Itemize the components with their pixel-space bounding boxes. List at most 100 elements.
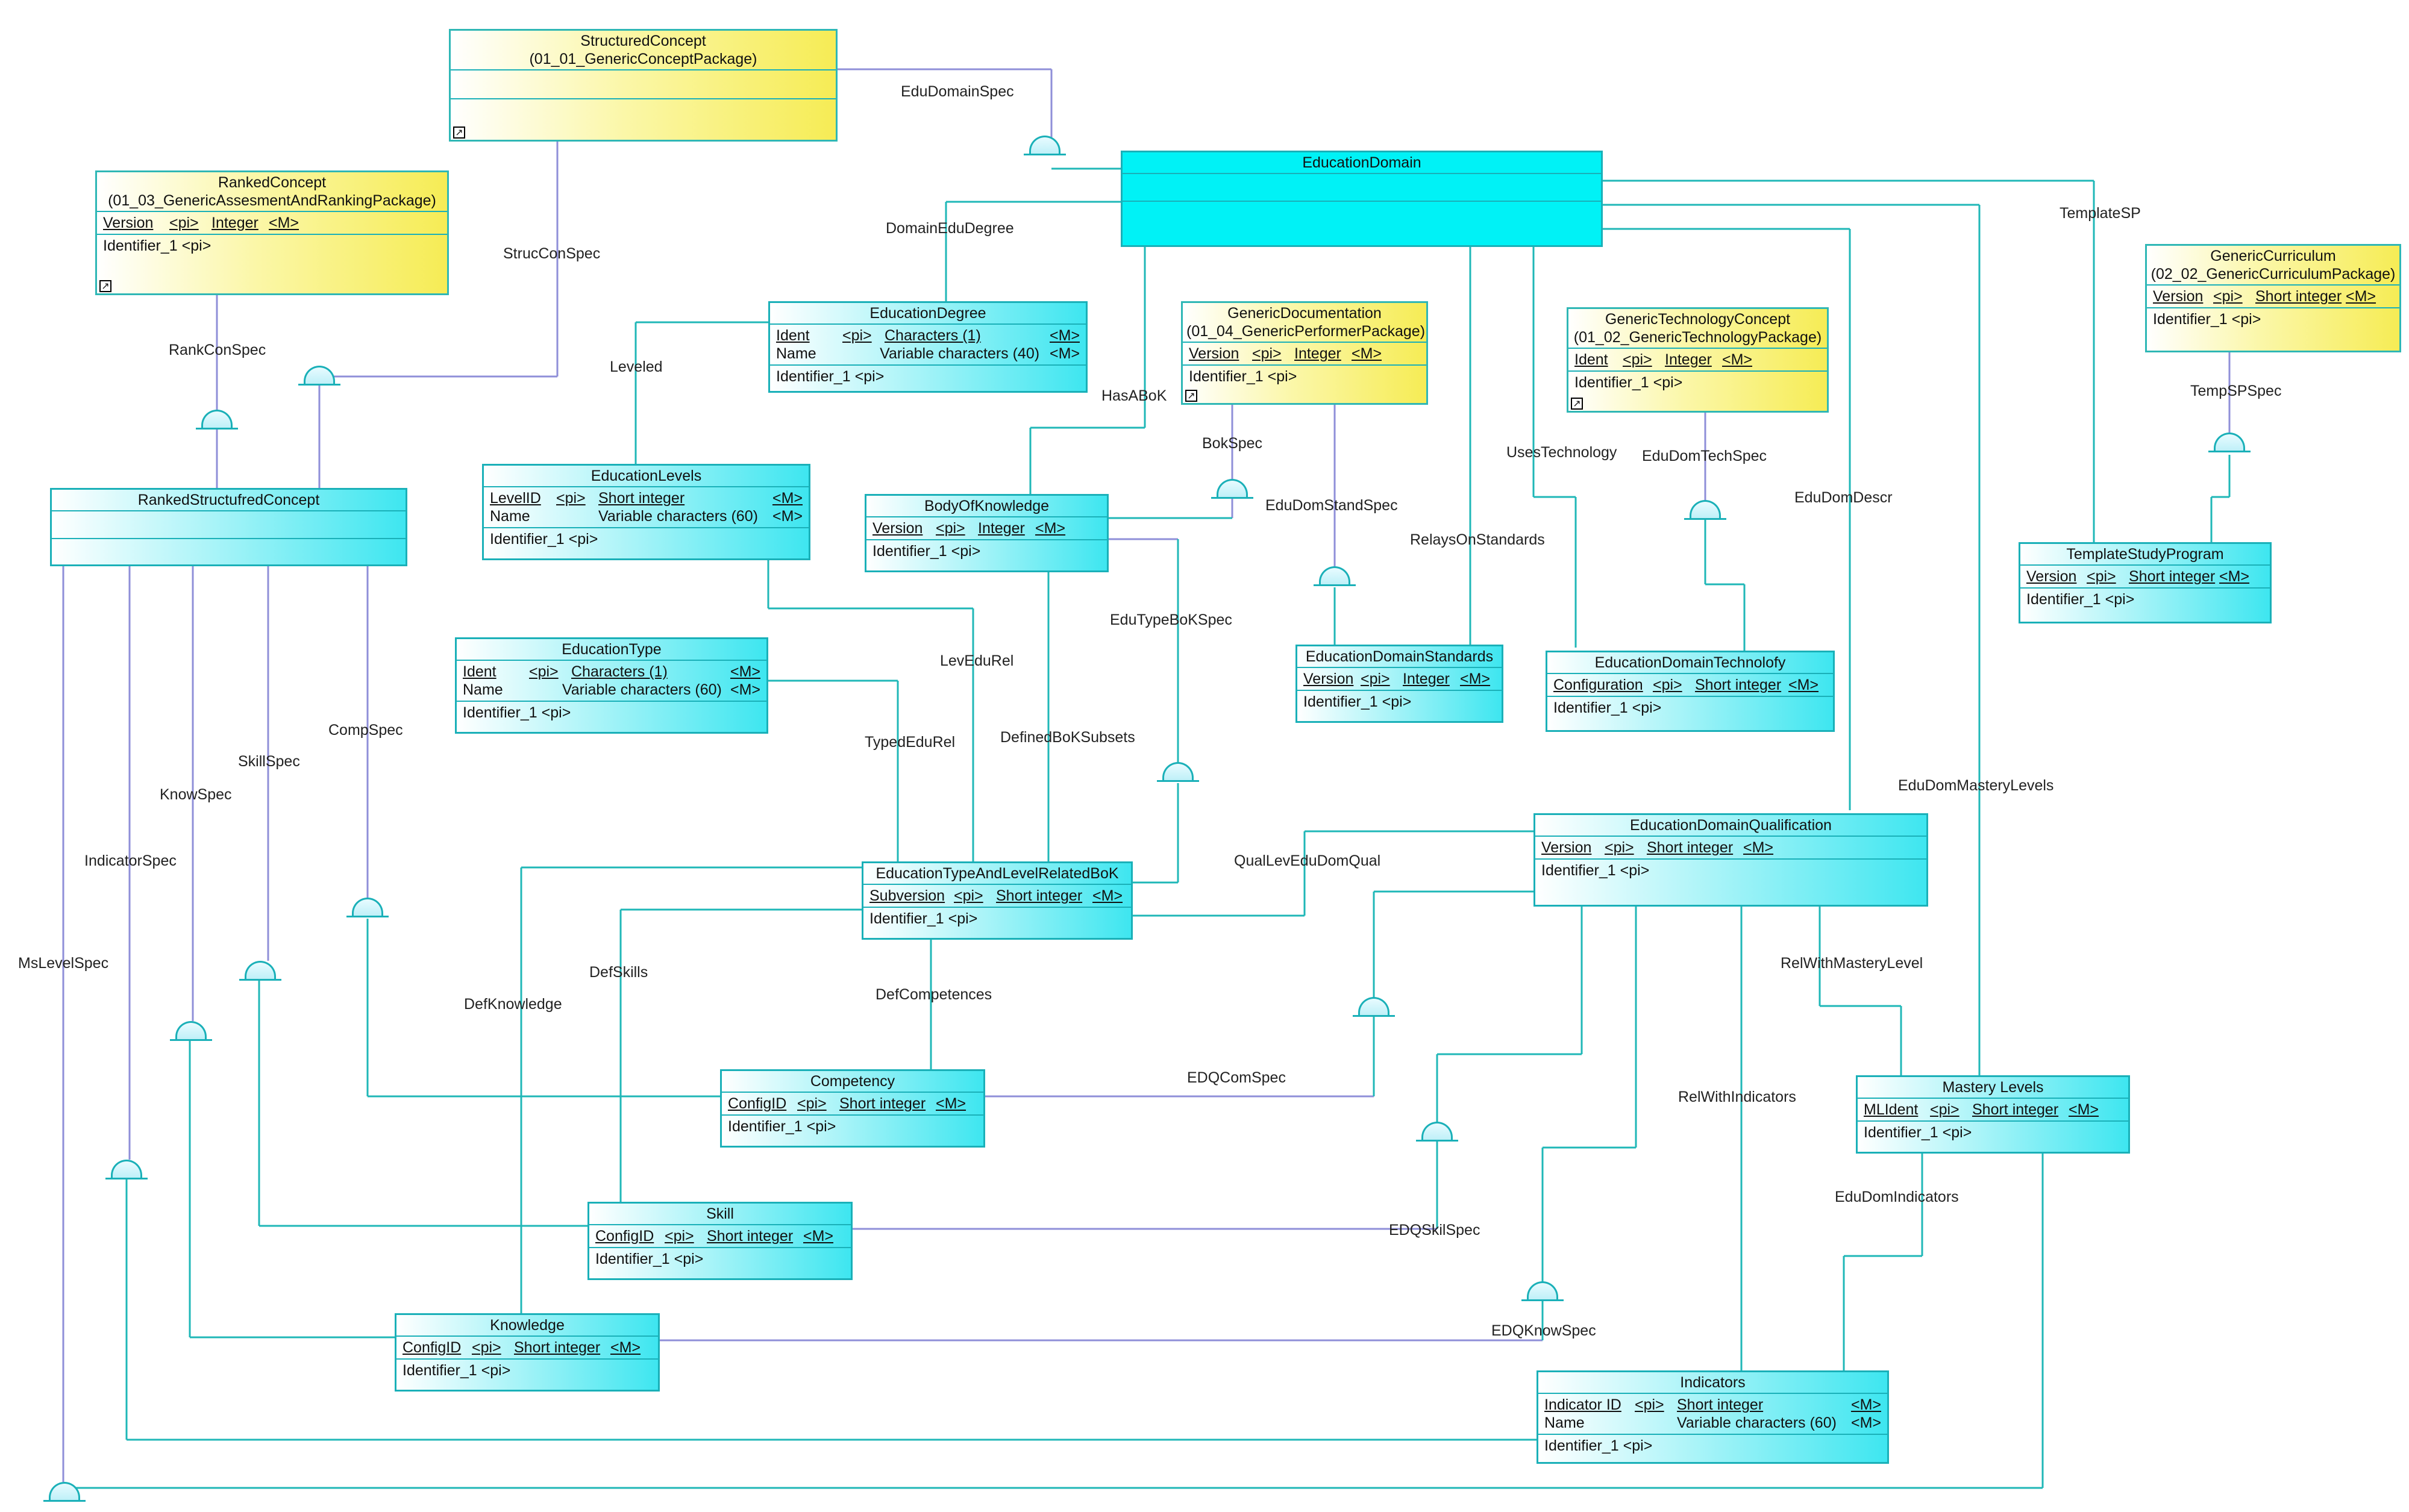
identifier-row: Identifier_1 <pi> xyxy=(403,1362,511,1379)
identifier-row: Identifier_1 <pi> xyxy=(728,1118,836,1135)
relationship-label[interactable]: EDQSkilSpec xyxy=(1389,1222,1480,1239)
relationship-label[interactable]: DomainEduDegree xyxy=(886,220,1014,237)
entity-education-domain-standards[interactable]: EducationDomainStandards Version<pi>Inte… xyxy=(1295,645,1503,723)
relationship-label[interactable]: DefCompetences xyxy=(876,986,992,1003)
entity-title: Knowledge xyxy=(396,1315,658,1337)
identifier-row: Identifier_1 <pi> xyxy=(1544,1437,1653,1454)
entity-structured-concept[interactable]: StructuredConcept (01_01_GenericConceptP… xyxy=(449,29,838,142)
entity-package: (02_02_GenericCurriculumPackage) xyxy=(2151,266,2396,283)
entity-template-study-program[interactable]: TemplateStudyProgram Version<pi>Short in… xyxy=(2019,542,2272,623)
attribute-row: Ident<pi>Integer<M> xyxy=(1574,351,1753,368)
entity-indicators[interactable]: Indicators Indicator ID<pi>Short integer… xyxy=(1537,1370,1889,1464)
entity-title: GenericDocumentation xyxy=(1227,305,1382,322)
attribute-row: Version<pi>Integer<M> xyxy=(1303,670,1491,687)
entity-body-of-knowledge[interactable]: BodyOfKnowledge Version<pi>Integer<M> Id… xyxy=(865,494,1109,572)
relationship-label[interactable]: EduDomIndicators xyxy=(1835,1189,1959,1205)
entity-skill[interactable]: Skill ConfigID<pi>Short integer<M> Ident… xyxy=(587,1202,853,1280)
relationship-label[interactable]: DefinedBoKSubsets xyxy=(1000,729,1135,746)
identifier-row: Identifier_1 <pi> xyxy=(1189,368,1297,385)
entity-education-type[interactable]: EducationType Ident<pi>Characters (1)<M>… xyxy=(455,637,768,734)
relationship-label[interactable]: BokSpec xyxy=(1202,435,1263,452)
relationship-label[interactable]: DefKnowledge xyxy=(464,996,562,1013)
attribute-row: Version<pi>Short integer<M> xyxy=(2026,568,2250,585)
shortcut-icon: ↗ xyxy=(453,127,465,139)
entity-education-domain-qualification[interactable]: EducationDomainQualification Version<pi>… xyxy=(1533,813,1928,907)
entity-title: EducationTypeAndLevelRelatedBoK xyxy=(863,863,1131,885)
entity-title: GenericTechnologyConcept xyxy=(1605,311,1791,328)
relationship-label[interactable]: SkillSpec xyxy=(238,753,300,770)
relationship-label[interactable]: TypedEduRel xyxy=(865,734,956,751)
relationship-label[interactable]: EduDomStandSpec xyxy=(1265,497,1398,514)
attribute-row: LevelID<pi>Short integer<M> xyxy=(490,490,803,507)
relationship-label[interactable]: UsesTechnology xyxy=(1506,444,1617,461)
entity-title: RankedStructufredConcept xyxy=(52,490,406,511)
attribute-row: Ident<pi>Characters (1)<M> xyxy=(463,663,760,680)
relationship-label[interactable]: EduTypeBoKSpec xyxy=(1110,611,1232,628)
entity-title: GenericCurriculum xyxy=(2210,248,2336,264)
entity-title: StructuredConcept xyxy=(580,33,706,49)
identifier-row: Identifier_1 <pi> xyxy=(1541,862,1650,879)
relationship-label[interactable]: QualLevEduDomQual xyxy=(1234,852,1381,869)
entity-title: EducationDomainStandards xyxy=(1297,646,1502,668)
entity-generic-technology-concept[interactable]: GenericTechnologyConcept (01_02_GenericT… xyxy=(1567,307,1829,413)
identifier-row: Identifier_1 <pi> xyxy=(2026,591,2135,608)
relationship-label[interactable]: EDQKnowSpec xyxy=(1491,1322,1596,1339)
identifier-row: Identifier_1 <pi> xyxy=(869,910,978,927)
relationship-label[interactable]: RelWithIndicators xyxy=(1678,1089,1796,1105)
entity-title: Indicators xyxy=(1538,1372,1887,1394)
entity-education-levels[interactable]: EducationLevels LevelID<pi>Short integer… xyxy=(482,464,810,560)
identifier-row: Identifier_1 <pi> xyxy=(1303,693,1412,710)
relationship-label[interactable]: RankConSpec xyxy=(169,342,266,358)
entity-package: (01_01_GenericConceptPackage) xyxy=(529,51,757,67)
relationship-label[interactable]: CompSpec xyxy=(328,722,403,739)
entity-title: EducationDegree xyxy=(770,303,1086,325)
relationship-label[interactable]: LevEduRel xyxy=(940,652,1014,669)
relationship-label[interactable]: IndicatorSpec xyxy=(84,852,177,869)
relationship-label[interactable]: EDQComSpec xyxy=(1187,1069,1286,1086)
relationship-label[interactable]: StrucConSpec xyxy=(503,245,601,262)
relationship-label[interactable]: EduDomMasteryLevels xyxy=(1898,777,2054,794)
relationship-label[interactable]: EduDomDescr xyxy=(1794,489,1893,506)
relationship-label[interactable]: DefSkills xyxy=(589,964,648,981)
entity-generic-curriculum[interactable]: GenericCurriculum (02_02_GenericCurricul… xyxy=(2145,244,2401,352)
attribute-row: Version<pi>Integer<M> xyxy=(103,214,299,231)
attribute-row: Configuration<pi>Short integer<M> xyxy=(1553,676,1819,693)
relationship-label[interactable]: EduDomainSpec xyxy=(901,83,1014,100)
relationship-label[interactable]: EduDomTechSpec xyxy=(1642,448,1767,464)
entity-education-type-and-level-related-bok[interactable]: EducationTypeAndLevelRelatedBoK Subversi… xyxy=(862,861,1133,940)
entity-education-domain[interactable]: EducationDomain xyxy=(1121,151,1603,247)
shortcut-icon: ↗ xyxy=(99,280,111,292)
relationship-label[interactable]: MsLevelSpec xyxy=(18,955,109,972)
identifier-row: Identifier_1 <pi> xyxy=(1553,699,1662,716)
relationship-label[interactable]: HasABoK xyxy=(1101,387,1167,404)
entity-package: (01_02_GenericTechnologyPackage) xyxy=(1573,329,1822,346)
relationship-label[interactable]: TempSPSpec xyxy=(2190,383,2282,399)
entity-competency[interactable]: Competency ConfigID<pi>Short integer<M> … xyxy=(720,1069,985,1148)
entity-mastery-levels[interactable]: Mastery Levels MLIdent<pi>Short integer<… xyxy=(1856,1075,2130,1154)
identifier-row: Identifier_1 <pi> xyxy=(463,704,571,721)
relationship-label[interactable]: TemplateSP xyxy=(2060,205,2141,222)
relationship-label[interactable]: RelaysOnStandards xyxy=(1410,531,1545,548)
entity-package: (01_04_GenericPerformerPackage) xyxy=(1186,323,1426,340)
attribute-row: ConfigID<pi>Short integer<M> xyxy=(403,1339,641,1356)
attribute-row: Subversion<pi>Short integer<M> xyxy=(869,887,1123,904)
entity-ranked-structured-concept[interactable]: RankedStructufredConcept xyxy=(50,488,407,566)
entity-generic-documentation[interactable]: GenericDocumentation (01_04_GenericPerfo… xyxy=(1181,301,1428,405)
entity-ranked-concept[interactable]: RankedConcept (01_03_GenericAssesmentAnd… xyxy=(95,170,449,295)
identifier-row: Identifier_1 <pi> xyxy=(1864,1124,1972,1141)
entity-title: RankedConcept xyxy=(218,174,327,191)
entity-title: Skill xyxy=(589,1204,851,1225)
relationship-label[interactable]: RelWithMasteryLevel xyxy=(1781,955,1923,972)
relationship-label[interactable]: Leveled xyxy=(610,358,663,375)
relationship-label[interactable]: KnowSpec xyxy=(160,786,232,803)
entity-education-domain-technology[interactable]: EducationDomainTechnolofy Configuration<… xyxy=(1546,651,1835,732)
entity-education-degree[interactable]: EducationDegree Ident<pi>Characters (1)<… xyxy=(768,301,1088,393)
identifier-row: Identifier_1 <pi> xyxy=(103,237,211,254)
attribute-row: Ident<pi>Characters (1)<M> xyxy=(776,327,1080,344)
entity-knowledge[interactable]: Knowledge ConfigID<pi>Short integer<M> I… xyxy=(395,1313,660,1392)
entity-title: BodyOfKnowledge xyxy=(866,496,1107,517)
entity-title: EducationDomainTechnolofy xyxy=(1547,652,1833,674)
